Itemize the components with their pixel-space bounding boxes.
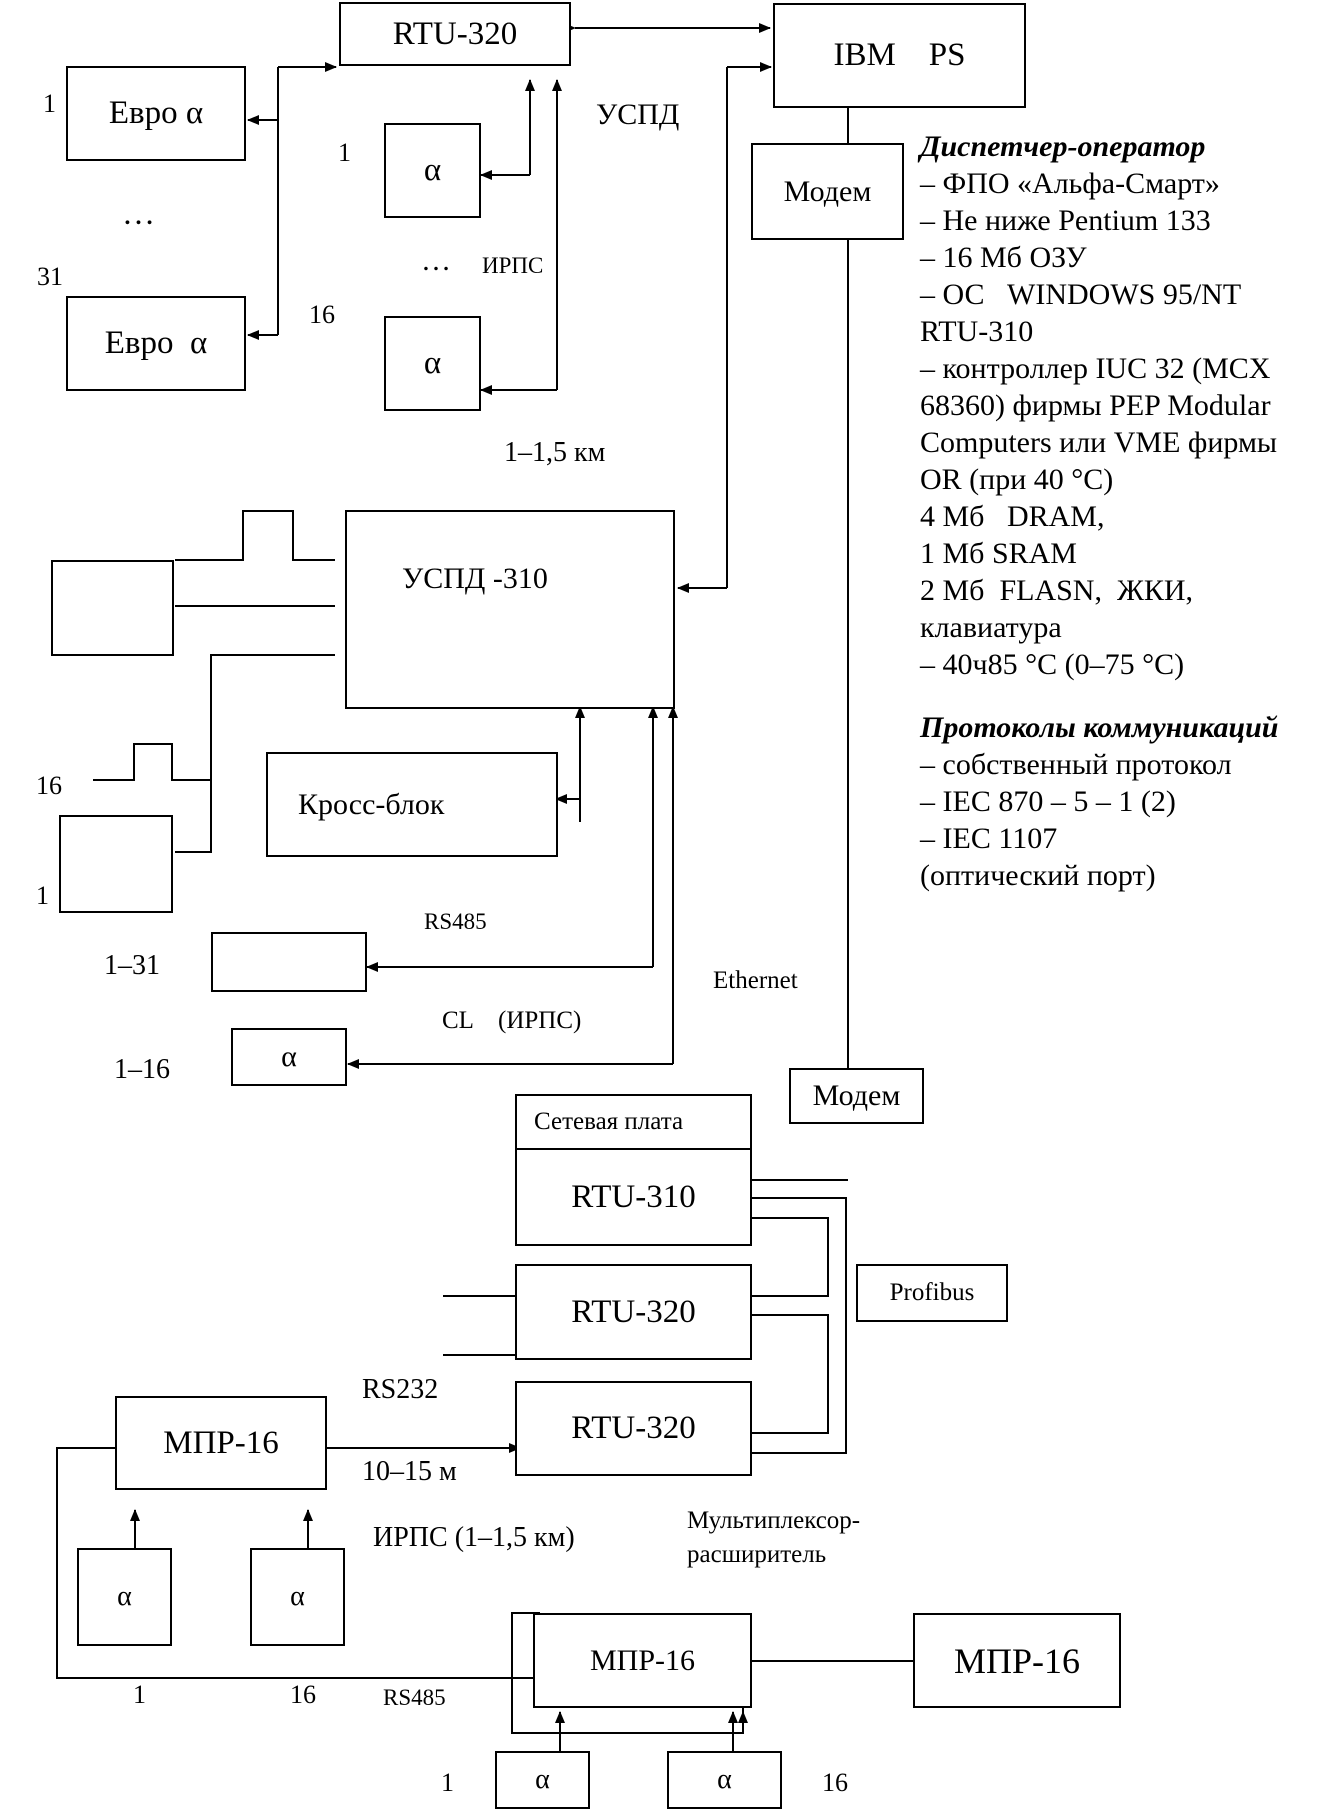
alpha-bottom-16-label: α xyxy=(717,1764,732,1795)
protocol-line: – собственный протокол xyxy=(920,748,1232,781)
mpr16-mux-label: МПР-16 xyxy=(589,1643,695,1677)
euro-alpha-31-box: Евро α xyxy=(66,296,246,391)
spec-line: 68360) фирмы PEP Modular xyxy=(920,389,1271,422)
uspd-label: УСПД xyxy=(596,98,680,131)
rtu320-a-label: RTU-320 xyxy=(571,1293,696,1330)
distance-10-15-label: 10–15 м xyxy=(362,1456,457,1487)
alpha-left-16-number: 16 xyxy=(290,1680,316,1709)
uspd-310-box: УСПД -310 xyxy=(345,510,675,709)
rtu320-top-box: RTU-320 xyxy=(339,2,571,66)
protocol-line: – IEC 1107 xyxy=(920,822,1058,855)
alpha-left-1-box: α xyxy=(77,1548,172,1646)
spec-line: – ФПО «Альфа-Смарт» xyxy=(920,167,1220,200)
rs485-mid-label: RS485 xyxy=(424,909,487,934)
alpha-meter-16-label: α xyxy=(423,345,442,381)
rs485-bottom-label: RS485 xyxy=(383,1685,446,1710)
spec-line: Computers или VME фирмы xyxy=(920,426,1278,459)
euro-alpha-31-label: Евро α xyxy=(104,325,208,361)
spec-line: 2 Мб FLASN, ЖКИ, xyxy=(920,574,1194,607)
spec-line: RTU-310 xyxy=(920,315,1034,348)
rtu320-b-label: RTU-320 xyxy=(571,1410,696,1446)
spec-line: 1 Мб SRAM xyxy=(920,537,1077,570)
protocol-line: (оптический порт) xyxy=(920,859,1156,892)
rtu320-top-label: RTU-320 xyxy=(392,15,518,52)
dispatcher-heading: Диспетчер-оператор xyxy=(920,130,1206,163)
irps-distance-label: ИРПС (1–1,5 км) xyxy=(373,1522,575,1553)
spec-line: – 16 Мб ОЗУ xyxy=(920,241,1087,274)
alpha-left-1-label: α xyxy=(117,1581,132,1612)
alpha-left-16-label: α xyxy=(290,1581,305,1612)
mpr16-left-label: МПР-16 xyxy=(163,1424,279,1461)
alpha-meter-1-box: α xyxy=(384,123,481,218)
side-spec-text: Диспетчер-оператор – ФПО «Альфа-Смарт» –… xyxy=(920,128,1279,894)
ethernet-label: Ethernet xyxy=(713,967,798,994)
alpha-bottom-1-number: 1 xyxy=(441,1768,454,1797)
alpha-cl-box: α xyxy=(231,1028,347,1086)
spec-line: – Не ниже Pentium 133 xyxy=(920,204,1211,237)
mpr16-right-label: МПР-16 xyxy=(953,1640,1081,1681)
spec-line: – контроллер IUC 32 (MCX xyxy=(920,352,1271,385)
alpha-dots: … xyxy=(421,244,451,277)
spec-line: 4 Мб DRAM, xyxy=(920,500,1105,533)
meter-16-number: 16 xyxy=(36,771,62,800)
spec-line: OR (при 40 °С) xyxy=(920,463,1114,496)
mpr16-mux-box: МПР-16 xyxy=(533,1613,752,1708)
rtu320-b-box: RTU-320 xyxy=(515,1381,752,1476)
euro-31-number: 31 xyxy=(37,262,63,291)
ibm-ps-box: IBM PS xyxy=(773,3,1026,108)
euro-dots: … xyxy=(122,196,155,232)
network-card-box: Сетевая плата xyxy=(515,1094,752,1150)
alpha-meter-1-label: α xyxy=(423,152,442,188)
range-1-31-label: 1–31 xyxy=(104,950,160,981)
profibus-box: Profibus xyxy=(856,1264,1008,1322)
alpha-bottom-16-number: 16 xyxy=(822,1768,848,1797)
alpha-bottom-1-label: α xyxy=(535,1764,550,1795)
protocols-heading: Протоколы коммуникаций xyxy=(920,711,1279,744)
ibm-ps-label: IBM PS xyxy=(833,37,966,73)
euro-1-number: 1 xyxy=(43,89,56,118)
spec-line: – 40ч85 °С (0–75 °С) xyxy=(920,648,1185,681)
alpha-left-16-box: α xyxy=(250,1548,345,1646)
modem-top-box: Модем xyxy=(751,143,904,240)
cross-block-box: Кросс-блок xyxy=(266,752,558,857)
euro-alpha-1-label: Евро α xyxy=(108,95,204,131)
rtu310-label: RTU-310 xyxy=(571,1178,696,1215)
network-card-label: Сетевая плата xyxy=(534,1108,684,1135)
protocol-line: – IEC 870 – 5 – 1 (2) xyxy=(920,785,1176,818)
alpha-cl-label: α xyxy=(281,1040,297,1073)
modem-bottom-box: Модем xyxy=(789,1068,924,1124)
range-1-16-label: 1–16 xyxy=(114,1054,170,1085)
distance-label: 1–1,5 км xyxy=(504,437,606,468)
alpha-bottom-16-box: α xyxy=(667,1751,782,1809)
rs485-device-box xyxy=(211,932,367,992)
cross-block-label: Кросс-блок xyxy=(298,787,445,821)
mpr16-left-box: МПР-16 xyxy=(115,1396,327,1490)
modem-bottom-label: Модем xyxy=(812,1079,901,1112)
euro-alpha-1-box: Евро α xyxy=(66,66,246,161)
mux-label-line1: Мультиплексор- xyxy=(687,1507,861,1534)
alpha-bottom-1-box: α xyxy=(495,1751,590,1809)
irps-label: ИРПС xyxy=(482,253,544,278)
cl-irps-label: CL (ИРПС) xyxy=(442,1007,582,1034)
alpha-left-1-number: 1 xyxy=(133,1680,146,1709)
meter-box-bottom-left xyxy=(59,815,173,913)
rtu310-box: RTU-310 xyxy=(515,1148,752,1246)
uspd-310-label: УСПД -310 xyxy=(402,562,548,595)
alpha-1-number: 1 xyxy=(338,138,351,167)
alpha-meter-16-box: α xyxy=(384,316,481,411)
modem-top-label: Модем xyxy=(783,174,872,208)
spec-line: клавиатура xyxy=(920,611,1062,644)
alpha-16-number: 16 xyxy=(309,300,335,329)
meter-box-top-left xyxy=(51,560,174,656)
rtu320-a-box: RTU-320 xyxy=(515,1264,752,1360)
rs232-label: RS232 xyxy=(362,1374,439,1405)
profibus-label: Profibus xyxy=(889,1279,975,1306)
mux-label-line2: расширитель xyxy=(687,1541,827,1568)
mpr16-right-box: МПР-16 xyxy=(913,1613,1121,1708)
meter-1-number: 1 xyxy=(36,881,49,910)
spec-line: – ОС WINDOWS 95/NT xyxy=(920,278,1242,311)
